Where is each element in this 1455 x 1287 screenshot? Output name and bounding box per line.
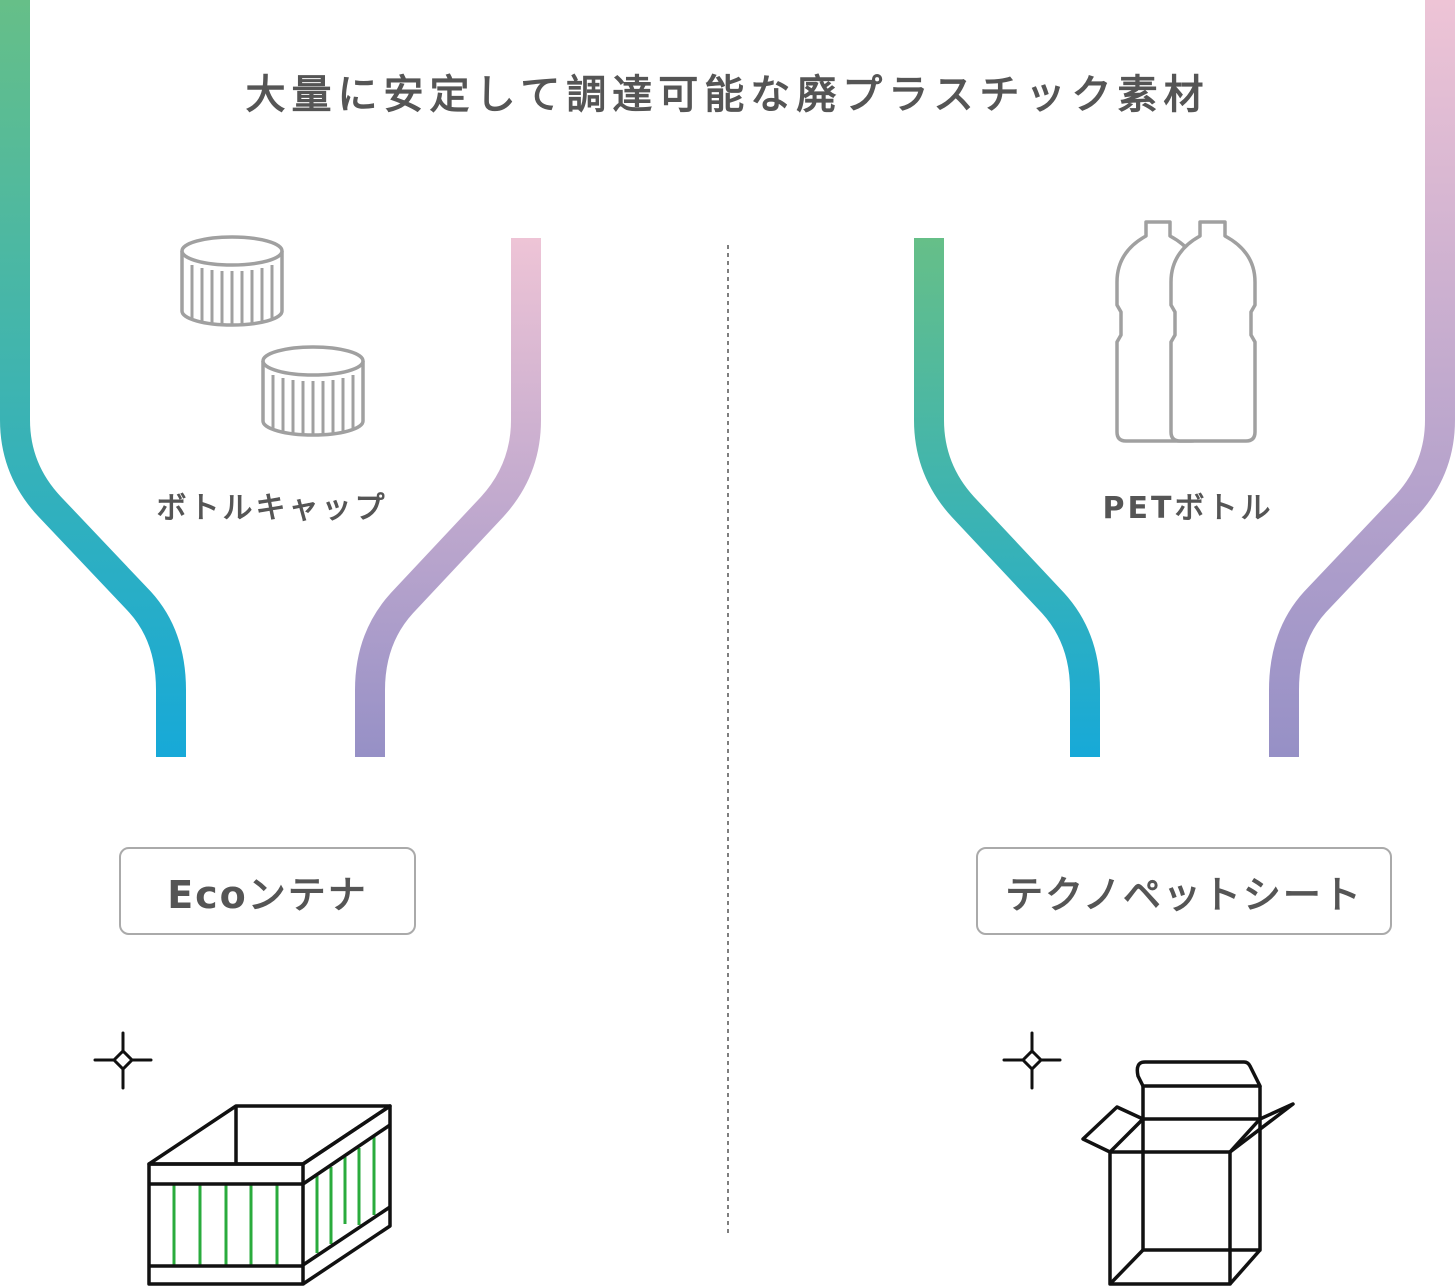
sparkle-icon bbox=[93, 1031, 153, 1090]
product-box-technopet-sheet: テクノペットシート bbox=[976, 847, 1392, 935]
left-inner-pipe bbox=[355, 238, 541, 757]
open-box-icon bbox=[1081, 1060, 1295, 1286]
material-label-pet-bottles: PETボトル bbox=[1102, 491, 1274, 526]
left-outer-pipe bbox=[0, 0, 186, 757]
right-inner-pipe bbox=[914, 238, 1100, 757]
pet-bottles-icon bbox=[1115, 220, 1257, 443]
product-box-econtena: Ecoンテナ bbox=[119, 847, 416, 935]
product-label-econtena: Ecoンテナ bbox=[167, 872, 368, 917]
product-label-technopet-sheet: テクノペットシート bbox=[1005, 872, 1363, 917]
crate-icon bbox=[147, 1104, 392, 1286]
page-title: 大量に安定して調達可能な廃プラスチック素材 bbox=[245, 72, 1210, 118]
material-label-bottle-caps: ボトルキャップ bbox=[156, 491, 388, 526]
sparkle-icon bbox=[1002, 1031, 1062, 1090]
right-outer-pipe bbox=[1269, 0, 1455, 757]
bottle-caps-icon bbox=[180, 235, 365, 437]
